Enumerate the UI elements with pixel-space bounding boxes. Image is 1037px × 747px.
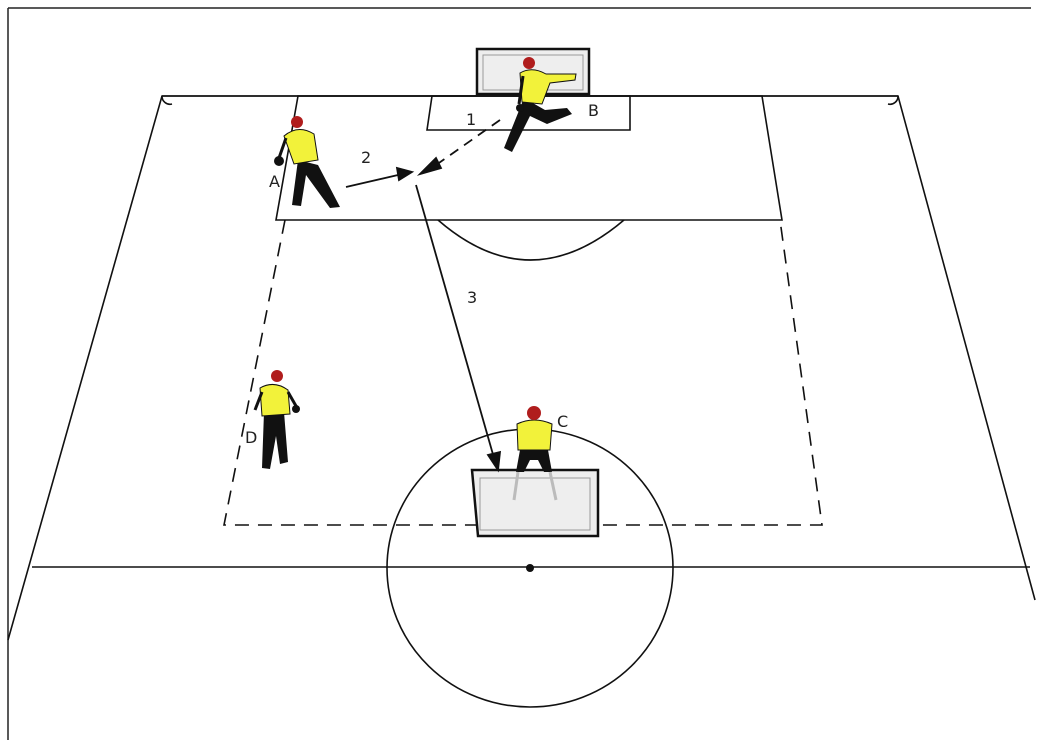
corner-arc-right <box>887 95 899 106</box>
penalty-arc <box>437 219 625 261</box>
centre-spot <box>526 564 534 572</box>
label-player-c: C <box>557 412 568 431</box>
touchlines <box>7 95 1036 641</box>
player-c <box>512 406 558 501</box>
label-step-3: 3 <box>467 288 477 307</box>
corner-arc-left <box>161 95 173 106</box>
pass-1-arrowhead <box>416 156 443 176</box>
player-d <box>253 370 300 469</box>
pass-1-dashed <box>435 119 501 166</box>
pass-arrows <box>345 119 502 473</box>
label-player-a: A <box>269 172 280 191</box>
label-player-b: B <box>588 101 599 120</box>
pass-3-arrowhead <box>486 450 502 473</box>
pitch-lines <box>7 95 1036 708</box>
goal-area <box>426 95 631 131</box>
label-step-1: 1 <box>466 110 476 129</box>
player-a <box>274 116 340 208</box>
frame <box>7 7 1031 740</box>
mini-goal <box>470 468 600 538</box>
label-player-d: D <box>245 428 257 447</box>
pass-3 <box>415 184 495 459</box>
pass-2 <box>345 174 399 188</box>
pass-2-arrowhead <box>395 166 415 182</box>
player-b <box>504 57 577 152</box>
label-step-2: 2 <box>361 148 371 167</box>
